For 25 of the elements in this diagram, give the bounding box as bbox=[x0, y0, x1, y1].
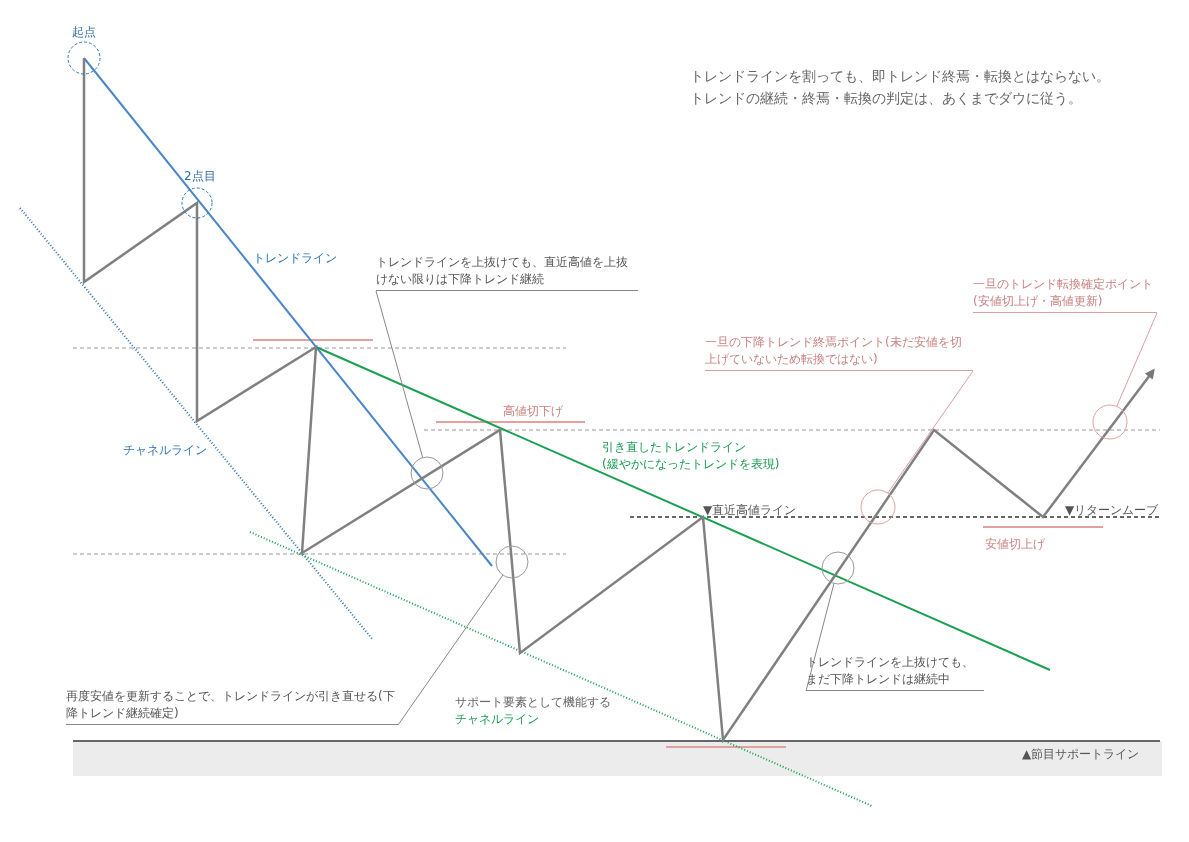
callout-text: 一旦のトレンド転換確定ポイント(安値切上げ・高値更新) bbox=[973, 276, 1157, 313]
point-label: 2点目 bbox=[184, 168, 216, 184]
leader-line bbox=[887, 370, 974, 494]
callout-text: 再度安値を更新することで、トレンドラインが引き直せる(下降トレンド継続確定) bbox=[66, 688, 398, 725]
line-label: 引き直したトレンドライン bbox=[602, 439, 746, 455]
line-label: ▲節目サポートライン bbox=[1022, 746, 1140, 762]
callout-text: 一旦の下降トレンド終焉ポイント(未だ安値を切上げていないため転換ではない) bbox=[705, 334, 973, 371]
leader-line bbox=[375, 290, 424, 459]
callout-text: トレンドラインを上抜けても、まだ下降トレンドは継続中 bbox=[806, 654, 984, 691]
note-text: トレンドの継続・終焉・転換の判定は、あくまでダウに従う。 bbox=[690, 90, 1082, 106]
leader-line bbox=[805, 583, 835, 692]
leader-line bbox=[397, 574, 504, 726]
level-label: 高値切下げ bbox=[503, 403, 563, 419]
leader-line bbox=[1116, 312, 1158, 407]
level-label: 安値切上げ bbox=[985, 536, 1045, 552]
line-label: ▼リターンムーブ bbox=[1065, 502, 1159, 518]
point-label: 起点 bbox=[72, 24, 96, 40]
line-label: チャネルライン bbox=[123, 442, 207, 458]
callout-text: トレンドラインを上抜けても、直近高値を上抜けない限りは下降トレンド継続 bbox=[376, 254, 638, 291]
note-text: トレンドラインを割っても、即トレンド終焉・転換とはならない。 bbox=[690, 68, 1110, 84]
line-label: チャネルライン bbox=[455, 711, 539, 727]
line-label: ▼直近高値ライン bbox=[703, 502, 797, 518]
line-note: (緩やかになったトレンドを表現) bbox=[602, 456, 780, 472]
line-label: トレンドライン bbox=[253, 250, 337, 266]
note-text: サポート要素として機能する bbox=[455, 694, 611, 710]
